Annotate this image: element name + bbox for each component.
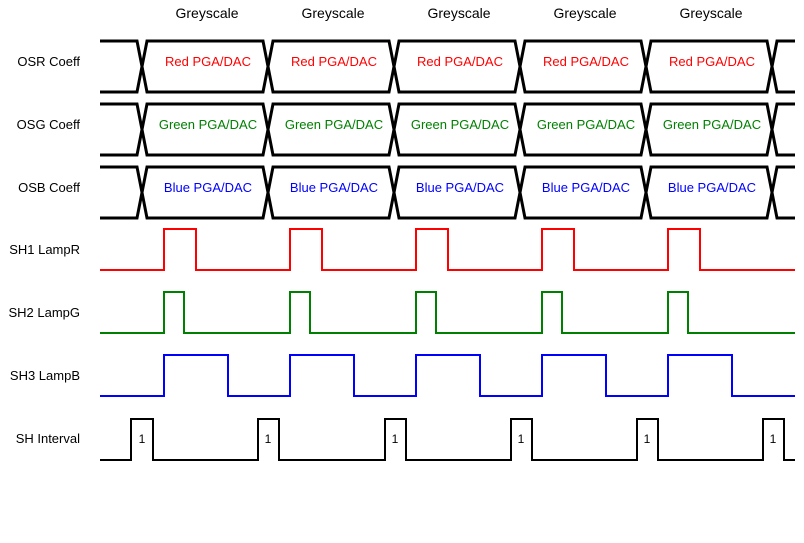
osb-cell-text: Blue PGA/DAC <box>416 180 504 195</box>
period-label: Greyscale <box>679 5 742 21</box>
sh3-lampb-waveform <box>100 354 795 397</box>
pulse-count-label: 1 <box>139 432 146 446</box>
period-label: Greyscale <box>175 5 238 21</box>
period-header: Greyscale Greyscale Greyscale Greyscale … <box>175 5 742 21</box>
sh2-lampg-waveform <box>100 291 795 334</box>
period-label: Greyscale <box>553 5 616 21</box>
sh1-lampr-label: SH1 LampR <box>9 242 80 257</box>
bus-lead-segment <box>100 102 144 157</box>
sh3-lampb-label: SH3 LampB <box>10 368 80 383</box>
bus-lead-segment <box>100 165 144 220</box>
osg-coeff-bus <box>100 102 795 157</box>
bus-tail-segment <box>770 165 795 220</box>
period-label: Greyscale <box>427 5 490 21</box>
osg-cell-text: Green PGA/DAC <box>537 117 635 132</box>
osb-cell-text: Blue PGA/DAC <box>542 180 630 195</box>
osb-cell-text: Blue PGA/DAC <box>164 180 252 195</box>
osr-cell-text: Red PGA/DAC <box>669 54 755 69</box>
bus-tail-segment <box>770 39 795 94</box>
row-labels: OSR Coeff OSG Coeff OSB Coeff SH1 LampR … <box>8 54 80 446</box>
pulse-count-label: 1 <box>644 432 651 446</box>
osr-coeff-label: OSR Coeff <box>17 54 80 69</box>
osr-cell-text: Red PGA/DAC <box>543 54 629 69</box>
osg-cell-text: Green PGA/DAC <box>663 117 761 132</box>
osr-cell-text: Red PGA/DAC <box>165 54 251 69</box>
bus-tail-segment <box>770 102 795 157</box>
osb-cell-texts: Blue PGA/DAC Blue PGA/DAC Blue PGA/DAC B… <box>164 180 756 195</box>
pulse-count-label: 1 <box>265 432 272 446</box>
osg-cell-text: Green PGA/DAC <box>159 117 257 132</box>
pulse-count-label: 1 <box>518 432 525 446</box>
osb-coeff-label: OSB Coeff <box>18 180 80 195</box>
osb-cell-text: Blue PGA/DAC <box>290 180 378 195</box>
osb-cell-text: Blue PGA/DAC <box>668 180 756 195</box>
osg-coeff-label: OSG Coeff <box>17 117 81 132</box>
sh-interval-pulse-labels: 1 1 1 1 1 1 <box>139 432 777 446</box>
osg-cell-text: Green PGA/DAC <box>285 117 383 132</box>
osb-coeff-bus <box>100 165 795 220</box>
osr-coeff-bus <box>100 39 795 94</box>
period-label: Greyscale <box>301 5 364 21</box>
osr-cell-text: Red PGA/DAC <box>417 54 503 69</box>
sh2-lampg-label: SH2 LampG <box>8 305 80 320</box>
sh-interval-label: SH Interval <box>16 431 80 446</box>
sh-interval-waveform <box>100 418 795 461</box>
pulse-count-label: 1 <box>392 432 399 446</box>
osg-cell-text: Green PGA/DAC <box>411 117 509 132</box>
osr-cell-text: Red PGA/DAC <box>291 54 377 69</box>
osr-cell-texts: Red PGA/DAC Red PGA/DAC Red PGA/DAC Red … <box>165 54 755 69</box>
pulse-count-label: 1 <box>770 432 777 446</box>
osg-cell-texts: Green PGA/DAC Green PGA/DAC Green PGA/DA… <box>159 117 761 132</box>
bus-lead-segment <box>100 39 144 94</box>
sh1-lampr-waveform <box>100 228 795 271</box>
